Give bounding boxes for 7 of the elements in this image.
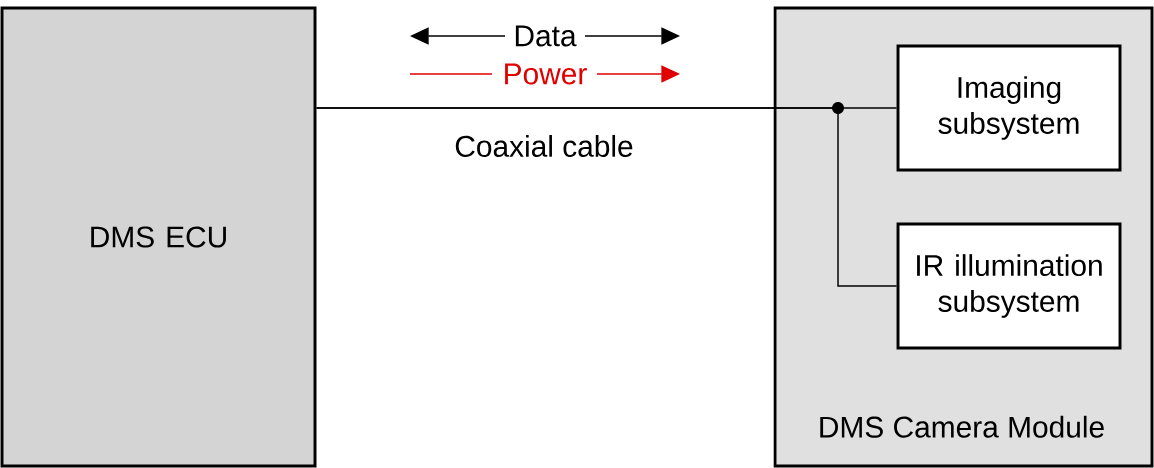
subsystem-box: Imaging subsystem [896,44,1122,172]
ecu-box: DMS ECU [0,6,317,468]
arrow-label: Power [505,63,587,85]
arrow-label: Data [515,25,577,47]
edge-label: Coaxial cable [455,135,633,157]
subsystem-box: IR illumination subsystem [896,222,1122,350]
connector-line [315,107,898,287]
